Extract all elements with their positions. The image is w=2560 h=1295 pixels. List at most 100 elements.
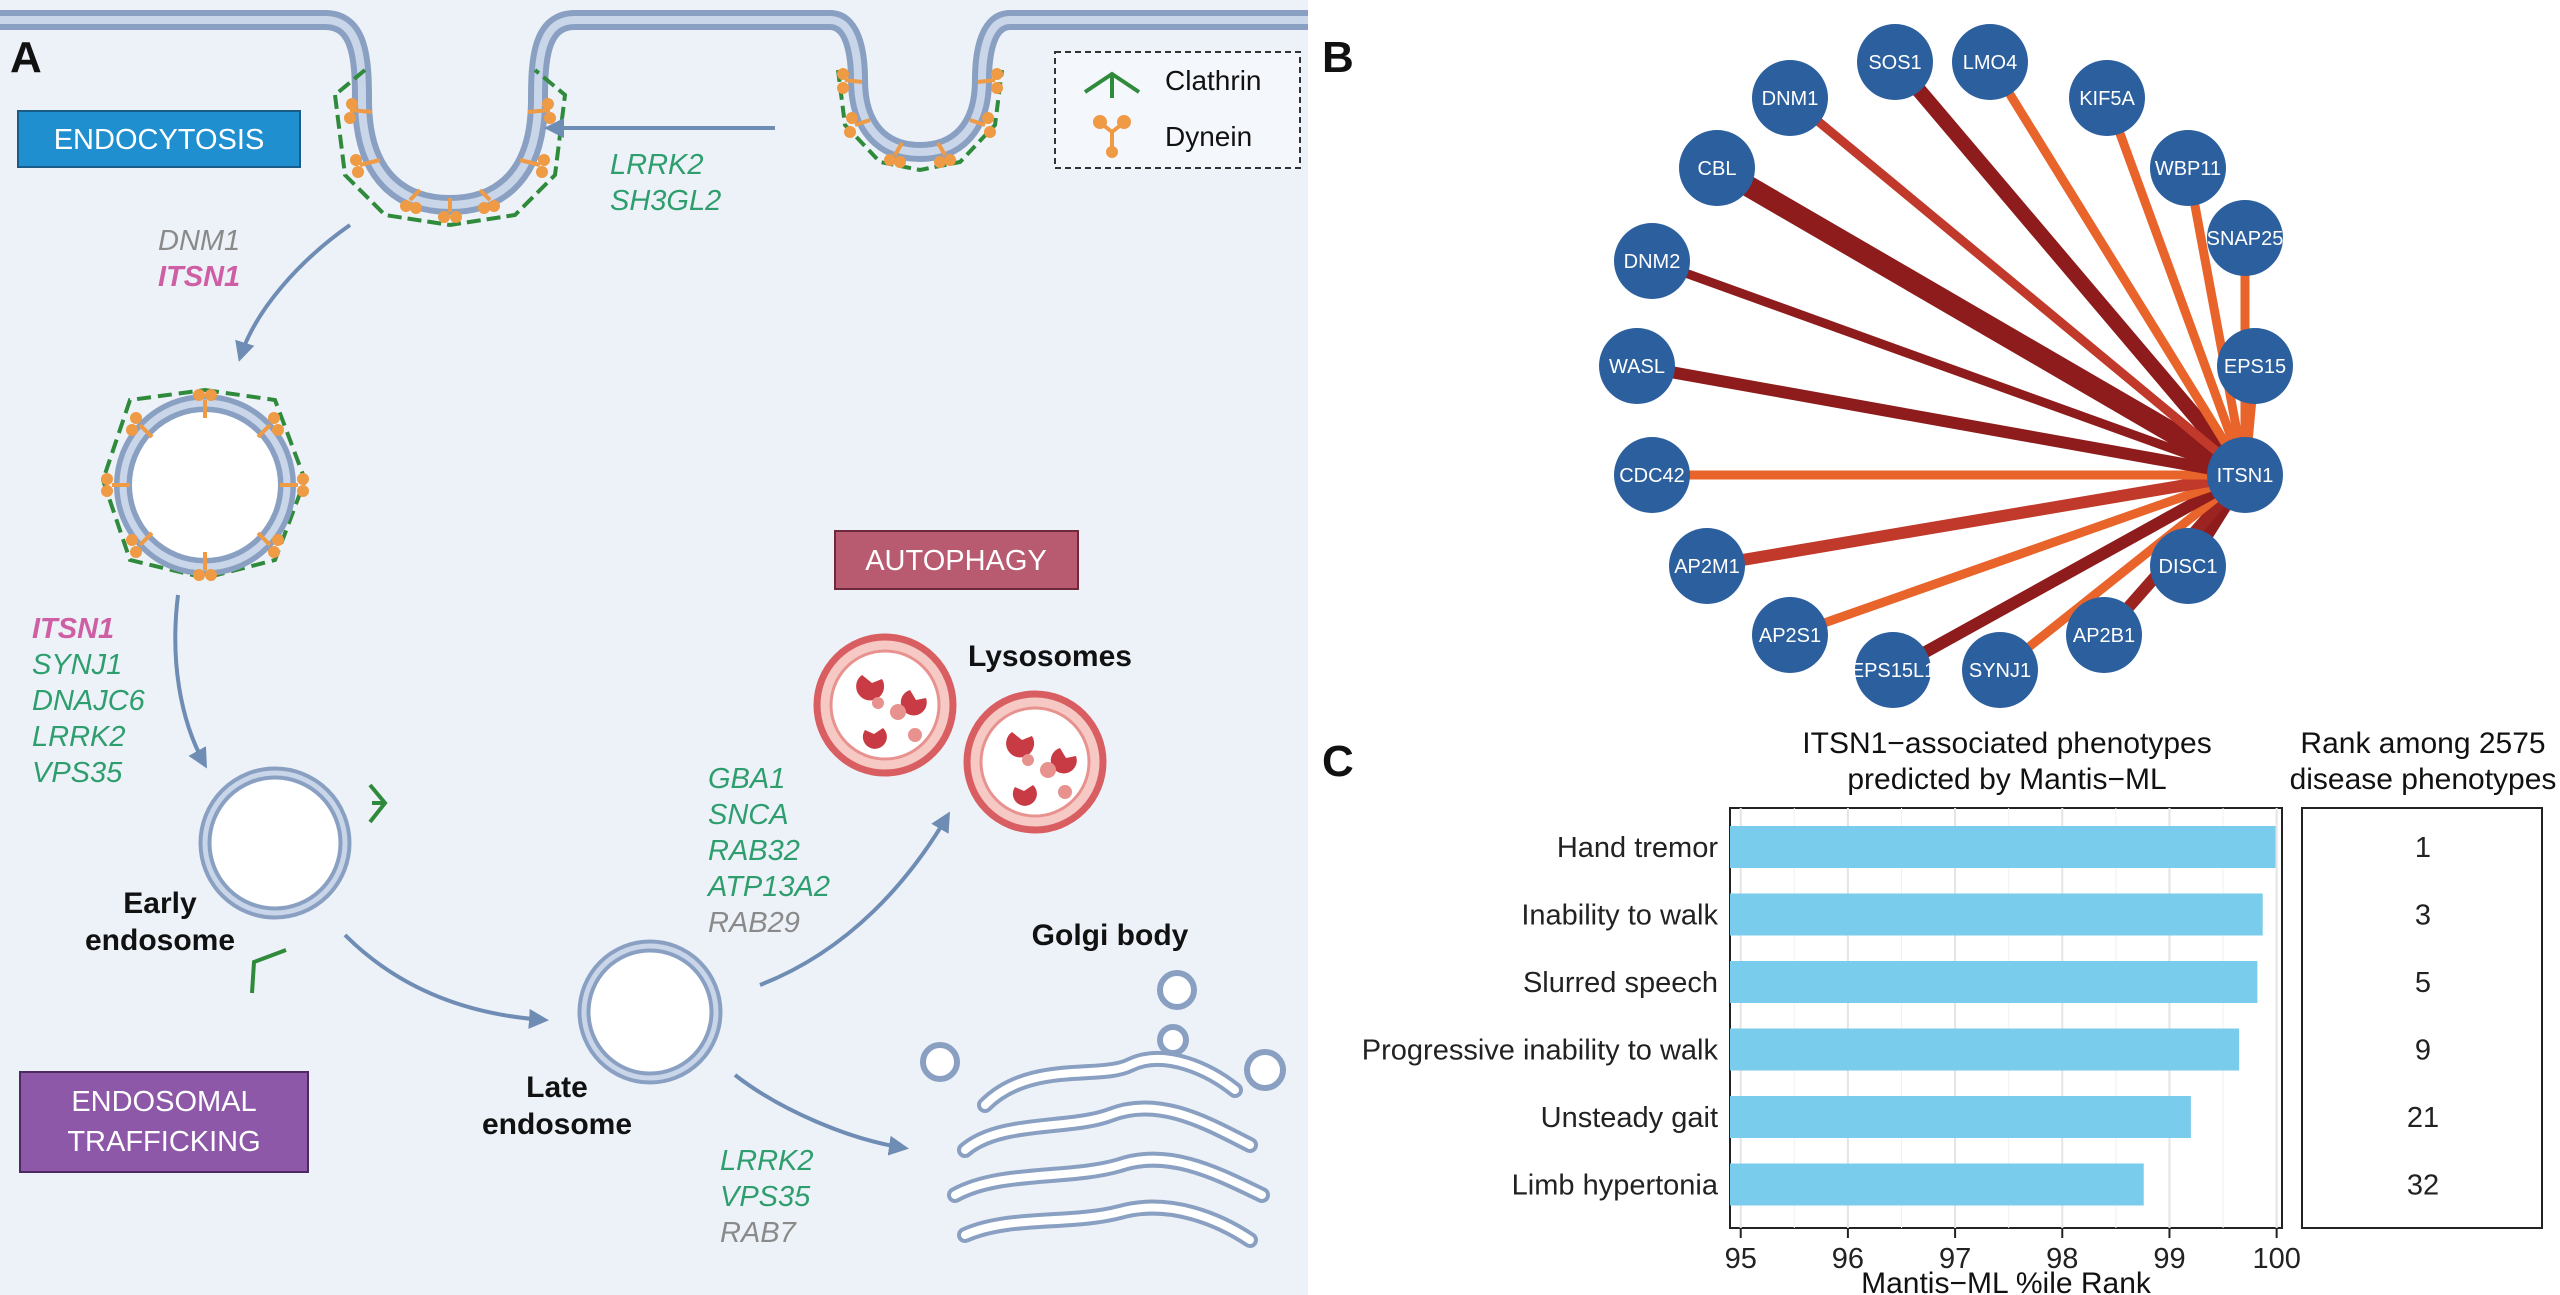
legend-clathrin-label: Clathrin <box>1165 65 1261 96</box>
node-circle <box>1679 130 1755 206</box>
endocytosis-label: ENDOCYTOSIS <box>54 124 265 156</box>
gene-itsn1: ITSN1 <box>32 613 114 645</box>
arrow-vesicle-to-early <box>173 594 207 769</box>
legend: Clathrin Dynein <box>1054 51 1301 169</box>
legend-dynein-label: Dynein <box>1165 121 1252 152</box>
lysosomes-label: Lysosomes <box>968 640 1132 673</box>
gene-sh3gl2-top: SH3GL2 <box>610 185 721 217</box>
node-label: AP2B1 <box>2073 625 2135 647</box>
late-endosome-label-1: Late <box>526 1071 588 1104</box>
node-circle <box>1752 597 1828 673</box>
node-wasl: WASL <box>1599 328 1675 404</box>
x-tick-label: 100 <box>2252 1243 2300 1275</box>
node-label: SNAP25 <box>2207 228 2284 250</box>
node-snap25: SNAP25 <box>2207 200 2284 276</box>
edge-lmo4 <box>1985 57 2250 480</box>
endosomal-trafficking-box: ENDOSOMAL TRAFFICKING <box>19 1071 309 1173</box>
node-label: KIF5A <box>2079 88 2135 110</box>
node-eps15l1: EPS15L1 <box>1851 632 1936 708</box>
node-circle <box>1614 223 1690 299</box>
gene-rab7: RAB7 <box>720 1217 798 1249</box>
edge-wbp11 <box>2183 163 2250 480</box>
node-label: WASL <box>1609 356 1665 378</box>
node-cbl: CBL <box>1679 130 1755 206</box>
bar <box>1730 1028 2240 1071</box>
node-circle <box>1752 60 1828 136</box>
chart-title-line-2: predicted by Mantis−ML <box>1847 763 2166 796</box>
x-tick-label: 95 <box>1725 1243 1757 1275</box>
node-circle <box>2066 597 2142 673</box>
node-label: DNM2 <box>1624 251 1681 273</box>
gene-vps35: VPS35 <box>720 1181 811 1213</box>
edge-dnm2 <box>1647 256 2250 480</box>
x-tick-label: 97 <box>1939 1243 1971 1275</box>
edge-sos1 <box>1887 54 2253 483</box>
gene-vps35: VPS35 <box>32 757 123 789</box>
node-circle <box>1952 24 2028 100</box>
node-label: EPS15 <box>2224 356 2286 378</box>
category-label: Slurred speech <box>1523 967 1718 999</box>
legend-box <box>1054 51 1301 169</box>
gene-lrrk2-top: LRRK2 <box>610 149 704 181</box>
autophagy-label: AUTOPHAGY <box>865 545 1047 577</box>
x-tick-label: 98 <box>2046 1243 2078 1275</box>
endosomal-label-1: ENDOSOMAL <box>71 1086 256 1118</box>
edge-kif5a <box>2102 93 2250 480</box>
early-endosome: Early endosome <box>85 766 388 994</box>
node-lmo4: LMO4 <box>1952 24 2028 100</box>
rank-box <box>2301 807 2543 1229</box>
x-tick-label: 96 <box>1832 1243 1864 1275</box>
node-label: LMO4 <box>1963 52 2017 74</box>
gene-lrrk2: LRRK2 <box>32 721 126 753</box>
node-label: EPS15L1 <box>1851 660 1936 682</box>
node-dnm2: DNM2 <box>1614 223 1690 299</box>
node-disc1: DISC1 <box>2150 528 2226 604</box>
rank-value: 21 <box>2407 1102 2439 1134</box>
early-endosome-label-2: endosome <box>85 924 235 957</box>
chart-title-line-1: ITSN1−associated phenotypes <box>1802 727 2211 760</box>
early-endosome-label-1: Early <box>123 887 197 920</box>
rank-value: 1 <box>2415 832 2431 864</box>
panel-a: A <box>0 0 1308 1295</box>
edge-synj1 <box>1995 470 2250 675</box>
arrow-late-to-lysosome <box>759 811 951 987</box>
arrow-pit-to-vesicle <box>235 223 352 362</box>
bar <box>1730 826 2276 868</box>
node-label: CDC42 <box>1619 465 1685 487</box>
lysosome-1 <box>813 633 957 777</box>
node-circle <box>1855 632 1931 708</box>
coated-vesicle <box>100 387 309 581</box>
category-label: Hand tremor <box>1557 832 1719 864</box>
gene-dnajc6: DNAJC6 <box>32 685 146 717</box>
rank-title-line-2: disease phenotypes <box>2290 763 2557 796</box>
node-kif5a: KIF5A <box>2069 60 2145 136</box>
node-hub: ITSN1 <box>2207 437 2283 513</box>
network-edges <box>1631 54 2260 676</box>
node-circle <box>2150 130 2226 206</box>
endocytosis-box: ENDOCYTOSIS <box>17 110 301 168</box>
clathrin-coat-right-pit <box>836 69 1004 173</box>
late-endosome-label-2: endosome <box>482 1108 632 1141</box>
gene-gba1: GBA1 <box>708 763 785 795</box>
node-label: DNM1 <box>1762 88 1819 110</box>
gene-rab32: RAB32 <box>708 835 800 867</box>
gene-snca: SNCA <box>708 799 789 831</box>
arrow-early-to-late <box>343 933 549 1029</box>
bar <box>1730 1163 2144 1206</box>
panel-b-label: B <box>1322 33 1354 82</box>
gene-atp13a2: ATP13A2 <box>706 871 830 903</box>
edge-cbl <box>1706 157 2256 486</box>
clathrin-coat-left-pit <box>333 68 568 228</box>
gene-rab29: RAB29 <box>708 907 800 939</box>
category-label: Unsteady gait <box>1541 1102 1718 1134</box>
late-endosome: Late endosome <box>482 939 723 1141</box>
